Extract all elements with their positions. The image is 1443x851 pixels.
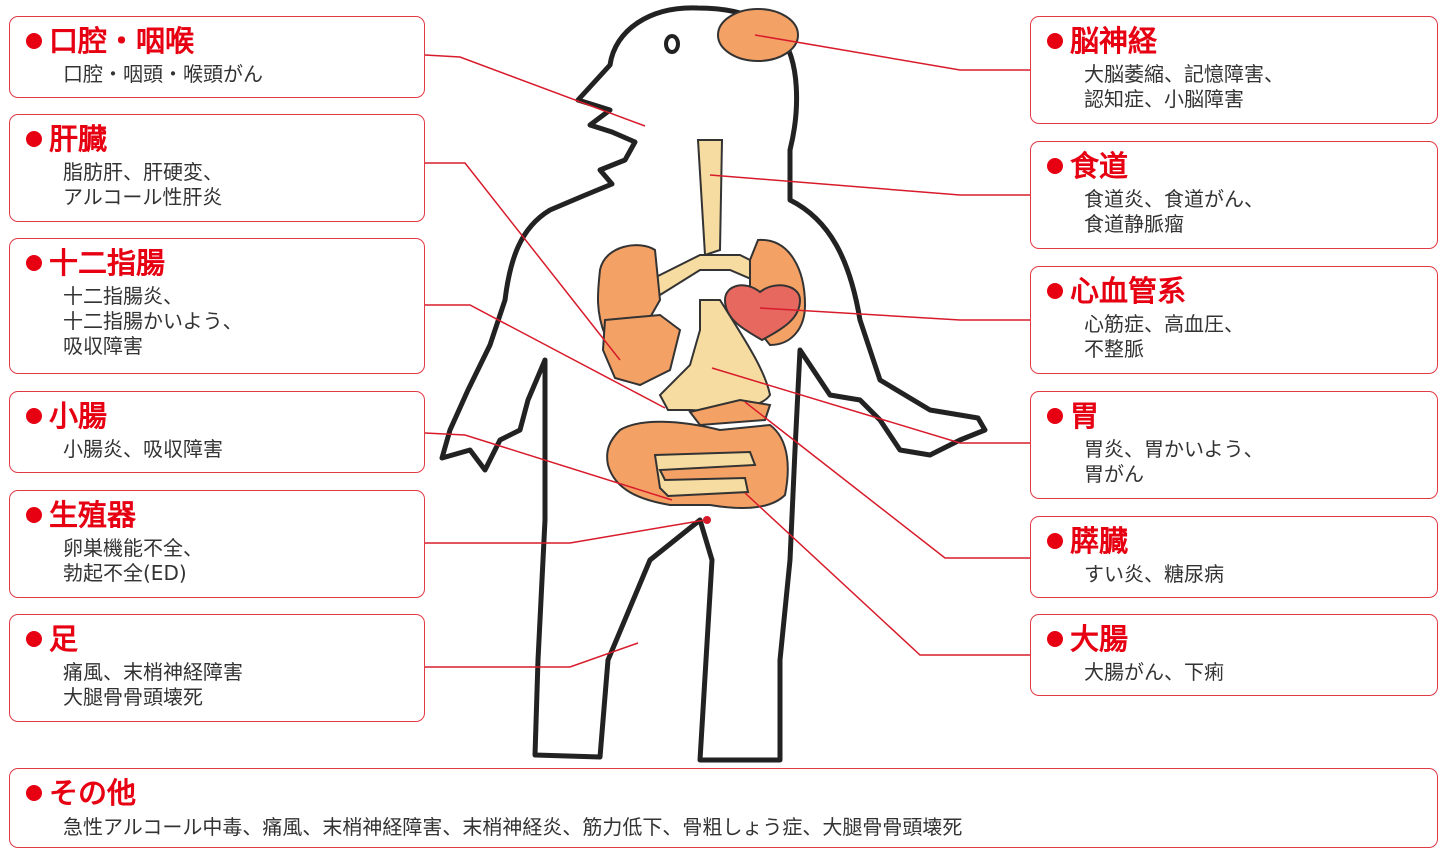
box-desc-line: 勃起不全(ED): [63, 561, 203, 586]
box-desc-line: 胃炎、胃かいよう、: [1084, 437, 1264, 462]
bullet-icon: [26, 131, 42, 147]
box-liver: 肝臓 脂肪肝、肝硬変、アルコール性肝炎: [9, 114, 425, 222]
box-desc-line: 急性アルコール中毒、痛風、末梢神経障害、末梢神経炎、筋力低下、骨粗しょう症、大腿…: [63, 815, 962, 840]
bullet-icon: [26, 255, 42, 271]
box-desc-line: 心筋症、高血圧、: [1084, 312, 1244, 337]
box-title: 大腸: [1070, 622, 1128, 656]
box-title: 脳神経: [1070, 24, 1157, 58]
bullet-icon: [26, 785, 42, 801]
box-title: 口腔・咽喉: [49, 24, 194, 58]
box-desc-line: 大腿骨骨頭壊死: [63, 685, 243, 710]
box-small-intestine: 小腸 小腸炎、吸収障害: [9, 391, 425, 473]
box-desc-line: 十二指腸かいよう、: [63, 309, 243, 334]
box-genital: 生殖器 卵巣機能不全、勃起不全(ED): [9, 490, 425, 598]
box-title: 心血管系: [1070, 274, 1186, 308]
box-desc-line: 卵巣機能不全、: [63, 536, 203, 561]
box-cardiovascular: 心血管系 心筋症、高血圧、不整脈: [1030, 266, 1438, 374]
box-desc-line: すい炎、糖尿病: [1084, 562, 1224, 587]
leader-esophagus: [710, 175, 1030, 195]
eye: [666, 36, 678, 52]
box-title: 食道: [1070, 149, 1128, 183]
box-title: 足: [49, 622, 78, 656]
box-desc-line: 食道静脈瘤: [1084, 212, 1264, 237]
box-esophagus: 食道 食道炎、食道がん、食道静脈瘤: [1030, 141, 1438, 249]
bullet-icon: [26, 631, 42, 647]
box-title: 生殖器: [49, 498, 136, 532]
bullet-icon: [1047, 408, 1063, 424]
box-title: 肝臓: [49, 122, 107, 156]
box-desc-line: 小腸炎、吸収障害: [63, 437, 223, 462]
box-leg: 足 痛風、末梢神経障害大腿骨骨頭壊死: [9, 614, 425, 722]
box-title: 小腸: [49, 399, 107, 433]
box-oral-pharynx: 口腔・咽喉 口腔・咽頭・喉頭がん: [9, 16, 425, 98]
box-desc-line: アルコール性肝炎: [63, 185, 223, 210]
box-desc-line: 口腔・咽頭・喉頭がん: [63, 62, 263, 87]
box-desc-line: 痛風、末梢神経障害: [63, 660, 243, 685]
leader-genital: [425, 520, 705, 543]
box-title: 十二指腸: [49, 246, 165, 280]
box-desc-line: 認知症、小脳障害: [1084, 87, 1284, 112]
box-pancreas: 膵臓 すい炎、糖尿病: [1030, 516, 1438, 598]
bullet-icon: [26, 507, 42, 523]
box-desc-line: 胃がん: [1084, 462, 1264, 487]
liver-organ: [603, 315, 680, 385]
bullet-icon: [26, 33, 42, 49]
box-duodenum: 十二指腸 十二指腸炎、十二指腸かいよう、吸収障害: [9, 238, 425, 374]
box-large-intestine: 大腸 大腸がん、下痢: [1030, 614, 1438, 696]
bullet-icon: [1047, 33, 1063, 49]
bullet-icon: [1047, 631, 1063, 647]
bullet-icon: [26, 408, 42, 424]
bullet-icon: [1047, 533, 1063, 549]
box-other: その他 急性アルコール中毒、痛風、末梢神経障害、末梢神経炎、筋力低下、骨粗しょう…: [9, 768, 1438, 848]
box-desc-line: 吸収障害: [63, 334, 243, 359]
box-title: 胃: [1070, 399, 1099, 433]
box-desc-line: 不整脈: [1084, 337, 1244, 362]
box-desc-line: 脂肪肝、肝硬変、: [63, 160, 223, 185]
box-desc-line: 大腸がん、下痢: [1084, 660, 1224, 685]
box-stomach: 胃 胃炎、胃かいよう、胃がん: [1030, 391, 1438, 499]
box-desc-line: 食道炎、食道がん、: [1084, 187, 1264, 212]
bullet-icon: [1047, 283, 1063, 299]
bullet-icon: [1047, 158, 1063, 174]
box-title: その他: [49, 776, 136, 810]
esophagus-organ: [698, 140, 722, 255]
box-brain-nerve: 脳神経 大脳萎縮、記憶障害、認知症、小脳障害: [1030, 16, 1438, 124]
box-desc-line: 十二指腸炎、: [63, 284, 243, 309]
box-title: 膵臓: [1070, 524, 1128, 558]
box-desc-line: 大脳萎縮、記憶障害、: [1084, 62, 1284, 87]
